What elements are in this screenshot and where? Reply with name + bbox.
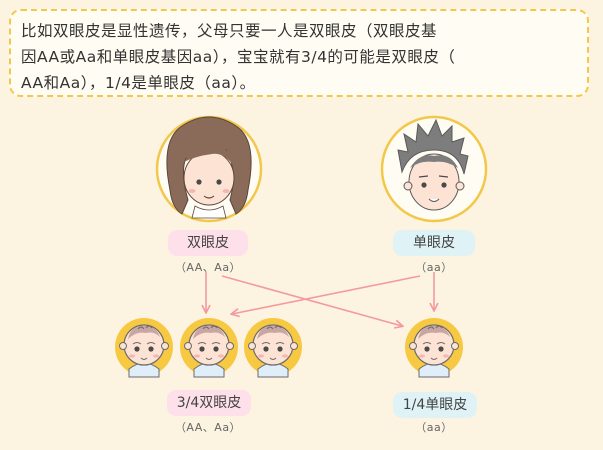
- father-label: 单眼皮: [393, 230, 475, 256]
- child-double-label: 3/4双眼皮: [167, 390, 251, 416]
- note-line-3: AA和Aa），1/4是单眼皮（aa）。: [21, 74, 256, 92]
- child-single-genotype: （aa）: [415, 421, 453, 434]
- baby-icon-single: [404, 317, 464, 378]
- mother-genotype: （AA、Aa）: [174, 261, 242, 274]
- mother-label: 双眼皮: [168, 230, 248, 256]
- note-line-2: 因AA或Aa和单眼皮基因aa），宝宝就有3/4的可能是双眼皮（: [21, 48, 456, 66]
- baby-icon-double-1: [114, 317, 174, 378]
- baby-icon-double-2: [179, 317, 239, 378]
- explanation-note: 比如双眼皮是显性遗传，父母只要一人是双眼皮（双眼皮基 因AA或Aa和单眼皮基因a…: [9, 9, 589, 97]
- baby-icon-double-3: [243, 317, 303, 378]
- father-avatar: [380, 115, 488, 223]
- child-single-label: 1/4单眼皮: [393, 392, 477, 418]
- note-line-1: 比如双眼皮是显性遗传，父母只要一人是双眼皮（双眼皮基: [21, 22, 438, 40]
- child-double-genotype: （AA、Aa）: [174, 421, 242, 434]
- father-genotype: （aa）: [415, 261, 453, 274]
- arrow-mother-to-single: [221, 275, 402, 326]
- mother-avatar: [155, 115, 263, 223]
- arrow-father-to-double: [232, 275, 421, 314]
